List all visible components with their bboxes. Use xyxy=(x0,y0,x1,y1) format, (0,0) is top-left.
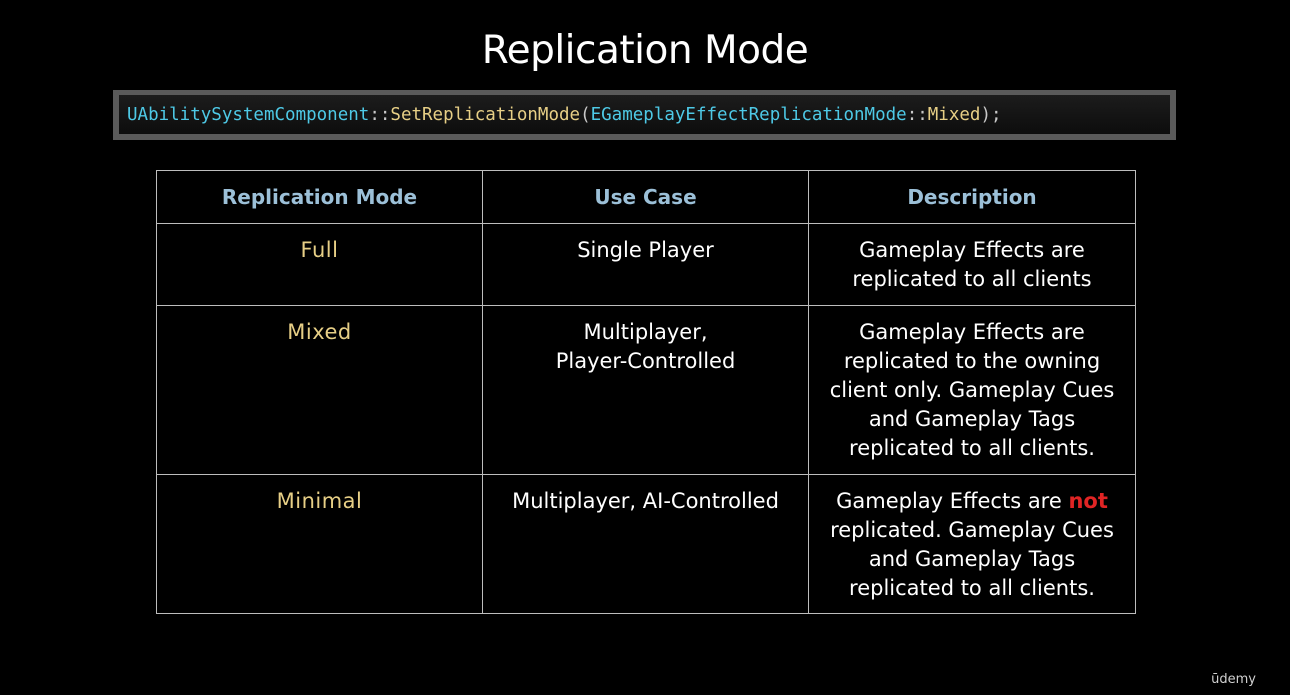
header-description: Description xyxy=(808,170,1136,224)
code-class-name: UAbilitySystemComponent xyxy=(127,104,370,125)
use-case-line: Player-Controlled xyxy=(555,349,736,373)
use-case-line: Single Player xyxy=(577,238,714,262)
udemy-logo: ūdemy xyxy=(1211,672,1256,687)
code-snippet: UAbilitySystemComponent::SetReplicationM… xyxy=(119,95,1170,134)
use-case-cell: Multiplayer, Player-Controlled xyxy=(482,305,809,475)
replication-mode-table: Replication Mode Use Case Description Fu… xyxy=(156,170,1136,614)
description-cell: Gameplay Effects are not replicated. Gam… xyxy=(808,474,1136,614)
description-emphasis: not xyxy=(1068,489,1108,513)
description-text: Gameplay Effects are replicated to all c… xyxy=(852,238,1092,291)
code-enum-scope-operator: :: xyxy=(906,104,928,125)
table-row: Minimal Multiplayer, AI-Controlled Gamep… xyxy=(156,474,1136,614)
code-function-name: SetReplicationMode xyxy=(390,104,581,125)
code-open-paren: ( xyxy=(580,104,591,125)
slide-title: Replication Mode xyxy=(481,28,809,73)
code-scope-operator: :: xyxy=(369,104,391,125)
table-row: Mixed Multiplayer, Player-Controlled Gam… xyxy=(156,305,1136,475)
use-case-cell: Multiplayer, AI-Controlled xyxy=(482,474,809,614)
code-close: ); xyxy=(980,104,1002,125)
description-cell: Gameplay Effects are replicated to all c… xyxy=(808,223,1136,306)
description-text: Gameplay Effects are replicated to the o… xyxy=(829,320,1115,460)
description-text: Gameplay Effects are xyxy=(836,489,1069,513)
description-cell: Gameplay Effects are replicated to the o… xyxy=(808,305,1136,475)
table-header-row: Replication Mode Use Case Description xyxy=(156,170,1136,224)
code-enum-name: EGameplayEffectReplicationMode xyxy=(590,104,907,125)
use-case-line: Multiplayer, xyxy=(583,320,708,344)
code-snippet-box: UAbilitySystemComponent::SetReplicationM… xyxy=(113,90,1176,140)
mode-cell: Minimal xyxy=(156,474,483,614)
description-text: replicated. Gameplay Cues and Gameplay T… xyxy=(830,518,1114,600)
use-case-line: Multiplayer, AI-Controlled xyxy=(512,489,779,513)
code-enum-value: Mixed xyxy=(927,104,981,125)
table-row: Full Single Player Gameplay Effects are … xyxy=(156,223,1136,306)
header-replication-mode: Replication Mode xyxy=(156,170,483,224)
header-use-case: Use Case xyxy=(482,170,809,224)
mode-cell: Mixed xyxy=(156,305,483,475)
use-case-cell: Single Player xyxy=(482,223,809,306)
mode-cell: Full xyxy=(156,223,483,306)
